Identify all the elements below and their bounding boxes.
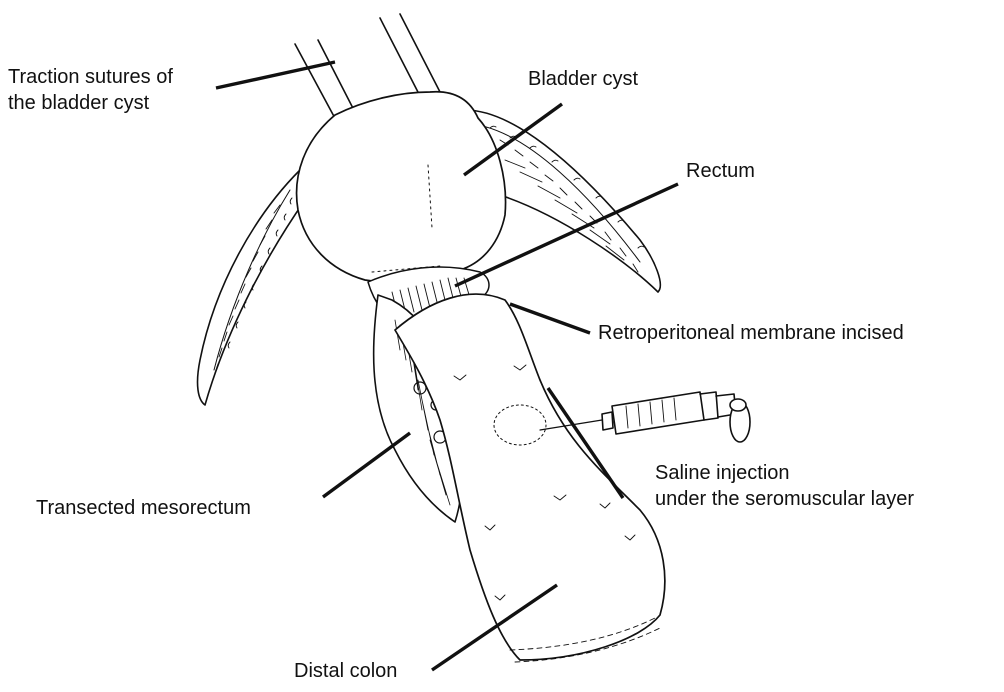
label-distal-colon: Distal colon — [294, 660, 398, 682]
distal-colon — [394, 293, 666, 663]
leader-rectum — [454, 182, 679, 288]
leader-traction-sutures — [215, 60, 336, 90]
label-transected-mesorectum: Transected mesorectum — [36, 497, 251, 519]
leader-saline — [546, 387, 625, 499]
label-traction-sutures-line1: Traction sutures of — [8, 66, 173, 88]
label-rectum: Rectum — [686, 160, 755, 182]
left-retractor-arm — [196, 169, 306, 406]
label-bladder-cyst: Bladder cyst — [528, 68, 639, 90]
bladder-cyst — [295, 90, 507, 284]
syringe — [539, 391, 751, 443]
label-traction-sutures: Traction sutures of the bladder cyst — [8, 64, 173, 116]
leader-mesorectum — [321, 431, 412, 499]
label-retroperitoneal-membrane: Retroperitoneal membrane incised — [598, 322, 904, 344]
label-traction-sutures-line2: the bladder cyst — [8, 92, 150, 114]
label-saline-line1: Saline injection — [655, 462, 790, 484]
leader-lines — [215, 60, 679, 672]
label-saline-line2: under the seromuscular layer — [655, 488, 915, 510]
right-retractor-arm — [464, 109, 662, 293]
label-saline-injection: Saline injection under the seromuscular … — [655, 460, 914, 512]
leader-bladder-cyst — [463, 102, 563, 177]
leader-retroperitoneal — [509, 302, 591, 335]
leader-distal-colon — [431, 583, 558, 672]
